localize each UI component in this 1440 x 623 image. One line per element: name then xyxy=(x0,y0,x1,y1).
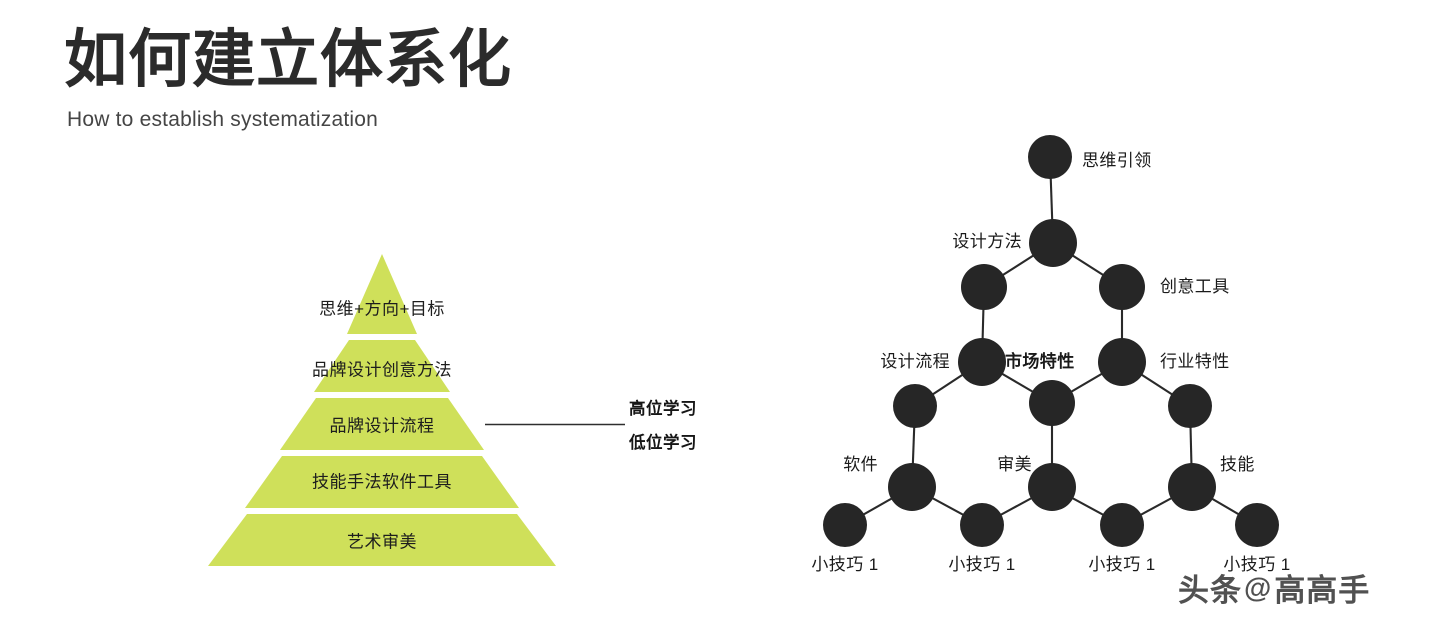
network-node-n6[interactable] xyxy=(1098,338,1146,386)
pyramid-layer-2-label: 品牌设计创意方法 xyxy=(312,360,452,380)
heading-block: 如何建立体系化 How to establish systematization xyxy=(64,26,684,132)
tier-label-upper: 高位学习 xyxy=(629,400,697,418)
network-node-n15[interactable] xyxy=(1100,503,1144,547)
network-label-market-trait: 市场特性 xyxy=(1005,352,1075,371)
pyramid-layer-2-shape xyxy=(314,340,450,392)
knowledge-network-diagram: 思维引领 设计方法 创意工具 设计流程 市场特性 行业特性 软件 审美 技能 小… xyxy=(760,0,1440,623)
network-node-n9[interactable] xyxy=(1168,384,1212,428)
watermark-handle: 高高手 xyxy=(1274,573,1371,608)
network-label-skill: 技能 xyxy=(1220,455,1255,474)
watermark-at-icon: @ xyxy=(1244,571,1273,603)
network-label-tip-3: 小技巧 1 xyxy=(1088,555,1156,574)
network-label-design-process: 设计流程 xyxy=(880,352,950,371)
network-node-n8[interactable] xyxy=(1029,380,1075,426)
network-node-n14[interactable] xyxy=(960,503,1004,547)
pyramid-layer-4-shape xyxy=(245,456,519,508)
network-node-n10[interactable] xyxy=(888,463,936,511)
page-title: 如何建立体系化 xyxy=(64,25,512,95)
network-label-top: 思维引领 xyxy=(1082,151,1152,170)
network-node-n1[interactable] xyxy=(1028,135,1072,179)
network-node-n3[interactable] xyxy=(961,264,1007,310)
network-label-tip-1: 小技巧 1 xyxy=(811,555,879,574)
network-nodes xyxy=(823,135,1279,547)
network-node-n16[interactable] xyxy=(1235,503,1279,547)
network-node-n2[interactable] xyxy=(1029,219,1077,267)
network-label-industry-trait: 行业特性 xyxy=(1160,352,1230,371)
network-node-n7[interactable] xyxy=(893,384,937,428)
watermark: 头条 @ 高高手 xyxy=(1178,565,1370,610)
page-subtitle: How to establish systematization xyxy=(67,108,379,132)
network-label-design-method: 设计方法 xyxy=(952,232,1022,251)
pyramid-layer-5-shape xyxy=(208,514,556,566)
pyramid-layer-5-label: 艺术审美 xyxy=(347,532,417,552)
pyramid-layer-1-label: 思维+方向+目标 xyxy=(319,299,445,319)
network-node-n13[interactable] xyxy=(823,503,867,547)
pyramid-layer-3-label: 品牌设计流程 xyxy=(329,416,435,436)
pyramid-layer-4-label: 技能手法软件工具 xyxy=(312,472,452,492)
network-label-tip-2: 小技巧 1 xyxy=(948,555,1016,574)
network-node-n11[interactable] xyxy=(1028,463,1076,511)
network-node-n5[interactable] xyxy=(958,338,1006,386)
pyramid-layer-1-shape xyxy=(347,254,417,334)
pyramid-shapes xyxy=(208,254,625,566)
pyramid-diagram: 思维+方向+目标 品牌设计创意方法 品牌设计流程 技能手法软件工具 艺术审美 高… xyxy=(208,254,697,566)
network-node-n12[interactable] xyxy=(1168,463,1216,511)
network-label-software: 软件 xyxy=(843,455,878,474)
network-label-creative-tool: 创意工具 xyxy=(1160,277,1230,296)
pyramid-layer-3-shape xyxy=(280,398,484,450)
network-node-n4[interactable] xyxy=(1099,264,1145,310)
network-graph xyxy=(823,135,1279,547)
network-label-aesthetics: 审美 xyxy=(997,455,1032,474)
network-label-tip-4: 小技巧 1 xyxy=(1223,555,1291,574)
tier-label-lower: 低位学习 xyxy=(629,434,697,452)
watermark-prefix: 头条 xyxy=(1178,573,1242,608)
